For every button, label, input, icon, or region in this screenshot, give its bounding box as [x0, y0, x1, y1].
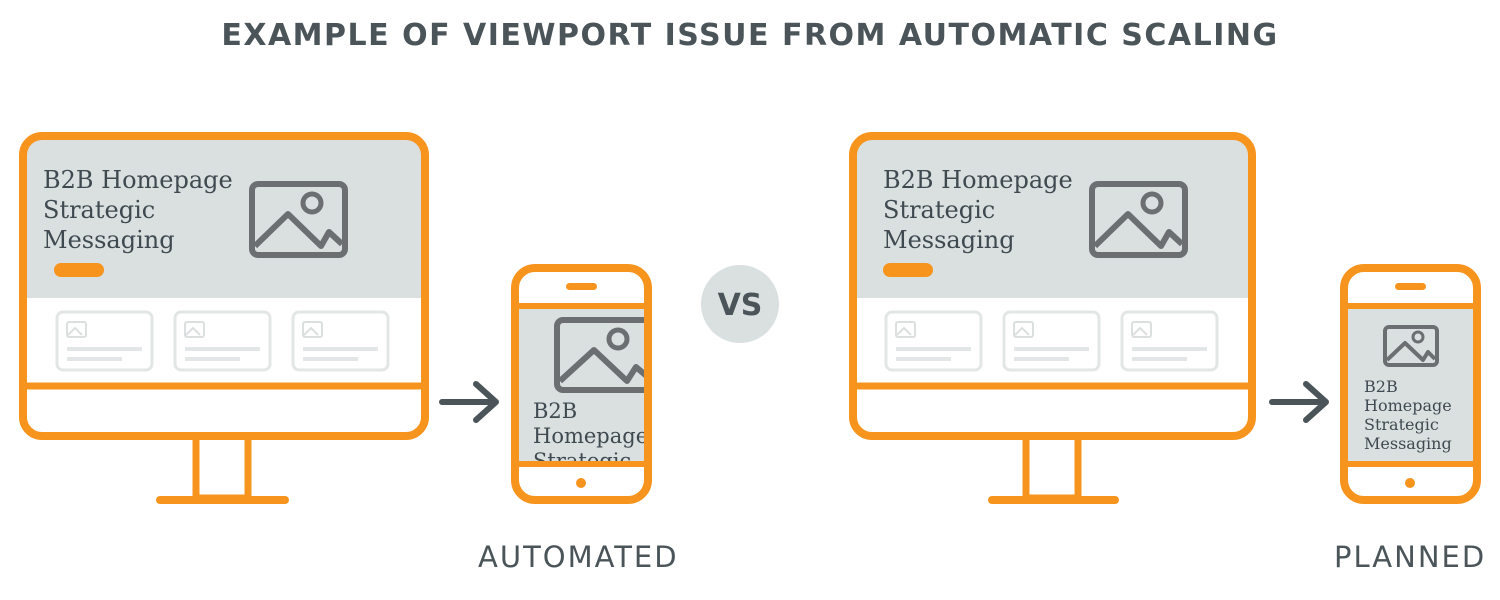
phone-line-1: B2B — [1364, 377, 1398, 396]
hero-line-3: Messaging — [43, 226, 175, 254]
hero-cta-button — [54, 263, 104, 277]
image-icon — [1383, 325, 1439, 367]
phone-line-2: Homepage — [1364, 396, 1452, 415]
arrow-right-icon — [1269, 381, 1329, 423]
phone-speaker — [566, 283, 597, 290]
image-icon — [1013, 321, 1034, 338]
label-planned: PLANNED — [1334, 540, 1487, 574]
hero-line-1: B2B Homepage — [883, 166, 1073, 194]
content-card — [884, 310, 983, 372]
phone-line-4: Messaging — [1364, 434, 1452, 453]
page-title: EXAMPLE OF VIEWPORT ISSUE FROM AUTOMATIC… — [221, 18, 1279, 53]
image-icon — [249, 181, 348, 258]
desktop-monitor-planned: B2B Homepage Strategic Messaging — [849, 132, 1256, 504]
image-icon — [184, 321, 205, 338]
image-icon — [1131, 321, 1152, 338]
hero-line-2: Strategic — [883, 196, 995, 224]
vs-badge: VS — [701, 265, 779, 343]
hero-cta-button — [883, 263, 933, 277]
content-card — [173, 310, 272, 372]
phone-line-3: Strategic — [1364, 415, 1439, 434]
phone-speaker — [1395, 283, 1426, 290]
phone-screen — [1348, 309, 1473, 461]
vs-label: VS — [718, 288, 763, 323]
monitor-stand — [1022, 432, 1082, 502]
monitor-stand — [192, 432, 252, 502]
content-card — [55, 310, 154, 372]
desktop-monitor-automated: B2B Homepage Strategic Messaging — [19, 132, 429, 504]
image-icon — [302, 321, 323, 338]
phone-frame — [511, 264, 652, 504]
phone-home-button — [576, 478, 586, 488]
phone-line-1: B2B — [533, 399, 577, 423]
phone-line-3: Strategic — [533, 449, 631, 473]
phone-automated: B2B Homepage Strategic — [511, 264, 652, 504]
label-automated: AUTOMATED — [478, 540, 679, 574]
content-card — [1120, 310, 1219, 372]
phone-frame — [1340, 264, 1481, 504]
content-card — [1002, 310, 1101, 372]
phone-home-button — [1405, 478, 1415, 488]
phone-planned: B2B Homepage Strategic Messaging — [1340, 264, 1481, 504]
image-icon — [1089, 181, 1188, 258]
phone-line-2: Homepage — [533, 424, 648, 448]
hero-line-1: B2B Homepage — [43, 166, 233, 194]
arrow-right-icon — [439, 381, 499, 423]
image-icon — [66, 321, 87, 338]
hero-line-3: Messaging — [883, 226, 1015, 254]
image-icon — [895, 321, 916, 338]
image-icon — [554, 317, 644, 393]
hero-line-2: Strategic — [43, 196, 155, 224]
content-card — [291, 310, 390, 372]
